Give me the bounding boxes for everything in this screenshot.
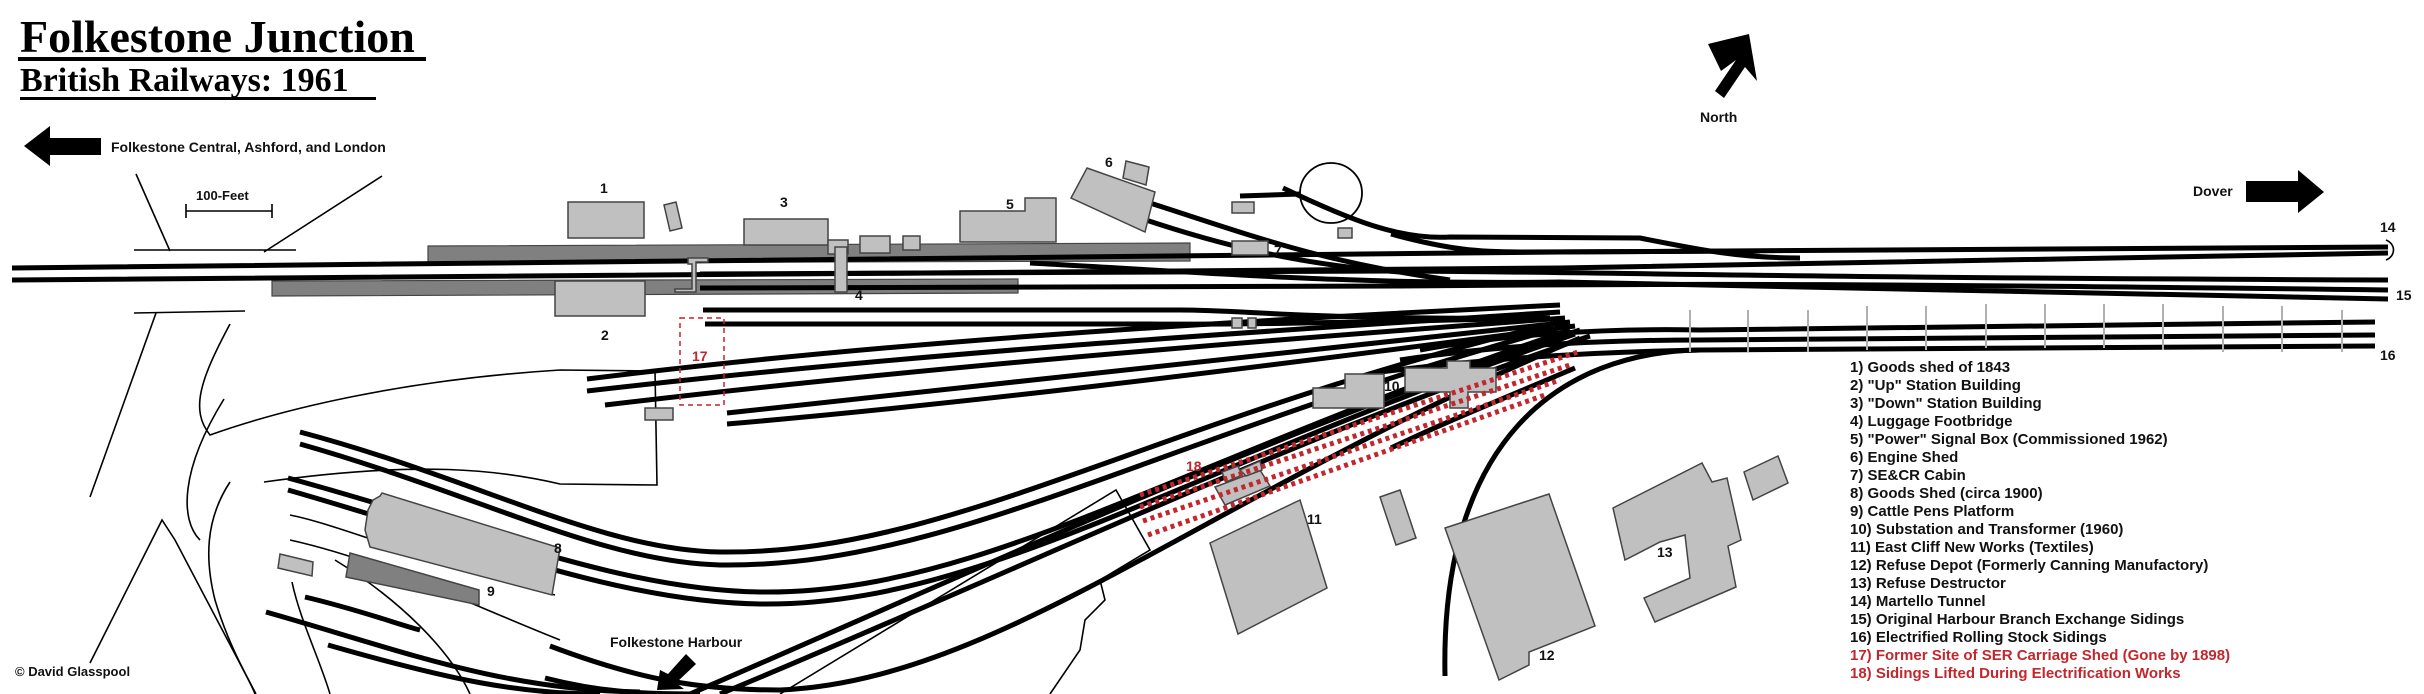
legend-item: 9) Cattle Pens Platform: [1850, 503, 2014, 520]
legend-item: 6) Engine Shed: [1850, 449, 1958, 466]
label-12: 12: [1539, 647, 1555, 663]
label-6: 6: [1105, 154, 1113, 170]
legend-item: 4) Luggage Footbridge: [1850, 413, 2013, 430]
rolling-stock-sidings: [1379, 319, 2376, 677]
building-2: [554, 280, 646, 317]
copyright: © David Glasspool: [15, 664, 130, 679]
legend-item: 2) "Up" Station Building: [1850, 377, 2021, 394]
building-13: [1612, 461, 1742, 623]
label-1: 1: [600, 180, 608, 196]
legend-item: 14) Martello Tunnel: [1850, 593, 1986, 610]
label-2: 2: [601, 327, 609, 343]
label-13: 13: [1657, 544, 1673, 560]
subtitle-underline: [20, 97, 376, 100]
north-arrow-icon: [1708, 34, 1757, 98]
east-destination-label: Dover: [2193, 183, 2233, 199]
label-17: 17: [692, 348, 708, 364]
arrow-left-icon: [24, 126, 101, 166]
building-6: [1069, 167, 1156, 234]
label-10: 10: [1384, 378, 1400, 394]
north-label: North: [1700, 109, 1737, 125]
legend-item: 13) Refuse Destructor: [1850, 575, 2006, 592]
martello-tunnel-portal: [2385, 239, 2395, 261]
scale-bar: [185, 204, 273, 218]
label-8: 8: [554, 540, 562, 556]
legend-item-historic: 18) Sidings Lifted During Electrificatio…: [1850, 665, 2181, 682]
label-11: 11: [1307, 511, 1322, 527]
legend-item: 10) Substation and Transformer (1960): [1850, 521, 2123, 538]
harbour-destination-label: Folkestone Harbour: [610, 634, 743, 650]
turntable: [1299, 162, 1363, 224]
legend-item: 7) SE&CR Cabin: [1850, 467, 1966, 484]
building-8: [364, 492, 561, 596]
label-7: 7: [1274, 242, 1282, 258]
map-subtitle: British Railways: 1961: [20, 62, 349, 99]
label-9: 9: [487, 583, 495, 599]
legend-item: 1) Goods shed of 1843: [1850, 359, 2010, 376]
building-9: [345, 552, 480, 606]
arrow-right-icon: [2246, 170, 2324, 213]
legend-item: 16) Electrified Rolling Stock Sidings: [1850, 629, 2107, 646]
building-7: [1231, 240, 1269, 256]
legend-item: 12) Refuse Depot (Formerly Canning Manuf…: [1850, 557, 2208, 574]
label-16: 16: [2380, 347, 2396, 363]
building-11: [1209, 498, 1328, 636]
title-underline: [18, 57, 426, 61]
building-3: [743, 218, 829, 246]
scale-label: 100-Feet: [196, 188, 249, 203]
west-destination-label: Folkestone Central, Ashford, and London: [111, 139, 386, 155]
label-14: 14: [2380, 219, 2396, 235]
legend: 1) Goods shed of 1843 2) "Up" Station Bu…: [1850, 359, 2230, 682]
building-1: [567, 201, 645, 239]
legend-item-historic: 17) Former Site of SER Carriage Shed (Go…: [1850, 647, 2230, 664]
map-title: Folkestone Junction: [20, 11, 415, 62]
legend-item: 3) "Down" Station Building: [1850, 395, 2042, 412]
lifted-sidings: [1139, 349, 1579, 538]
building-small-east: [1743, 454, 1789, 502]
label-15: 15: [2396, 287, 2412, 303]
legend-item: 8) Goods Shed (circa 1900): [1850, 485, 2043, 502]
legend-item: 11) East Cliff New Works (Textiles): [1850, 539, 2094, 556]
running-lines: [11, 244, 2389, 302]
legend-item: 15) Original Harbour Branch Exchange Sid…: [1850, 611, 2184, 628]
building-5: [959, 197, 1057, 243]
building-12: [1444, 493, 1596, 682]
legend-item: 5) "Power" Signal Box (Commissioned 1962…: [1850, 431, 2168, 448]
catenary-poles: [1689, 304, 2343, 352]
arrow-down-left-icon: [657, 654, 696, 690]
label-18: 18: [1186, 458, 1202, 474]
map-number-labels: 1 2 3 4 5 6 7 8 9 10 11 12 13 14 15 16 1…: [487, 154, 2412, 663]
building-10: [1312, 373, 1385, 409]
footbridge-4b: [834, 246, 848, 293]
former-carriage-shed-outline: [679, 317, 725, 406]
label-5: 5: [1006, 196, 1014, 212]
label-4: 4: [855, 287, 863, 303]
label-3: 3: [780, 194, 788, 210]
footbridge-4: [674, 257, 709, 293]
